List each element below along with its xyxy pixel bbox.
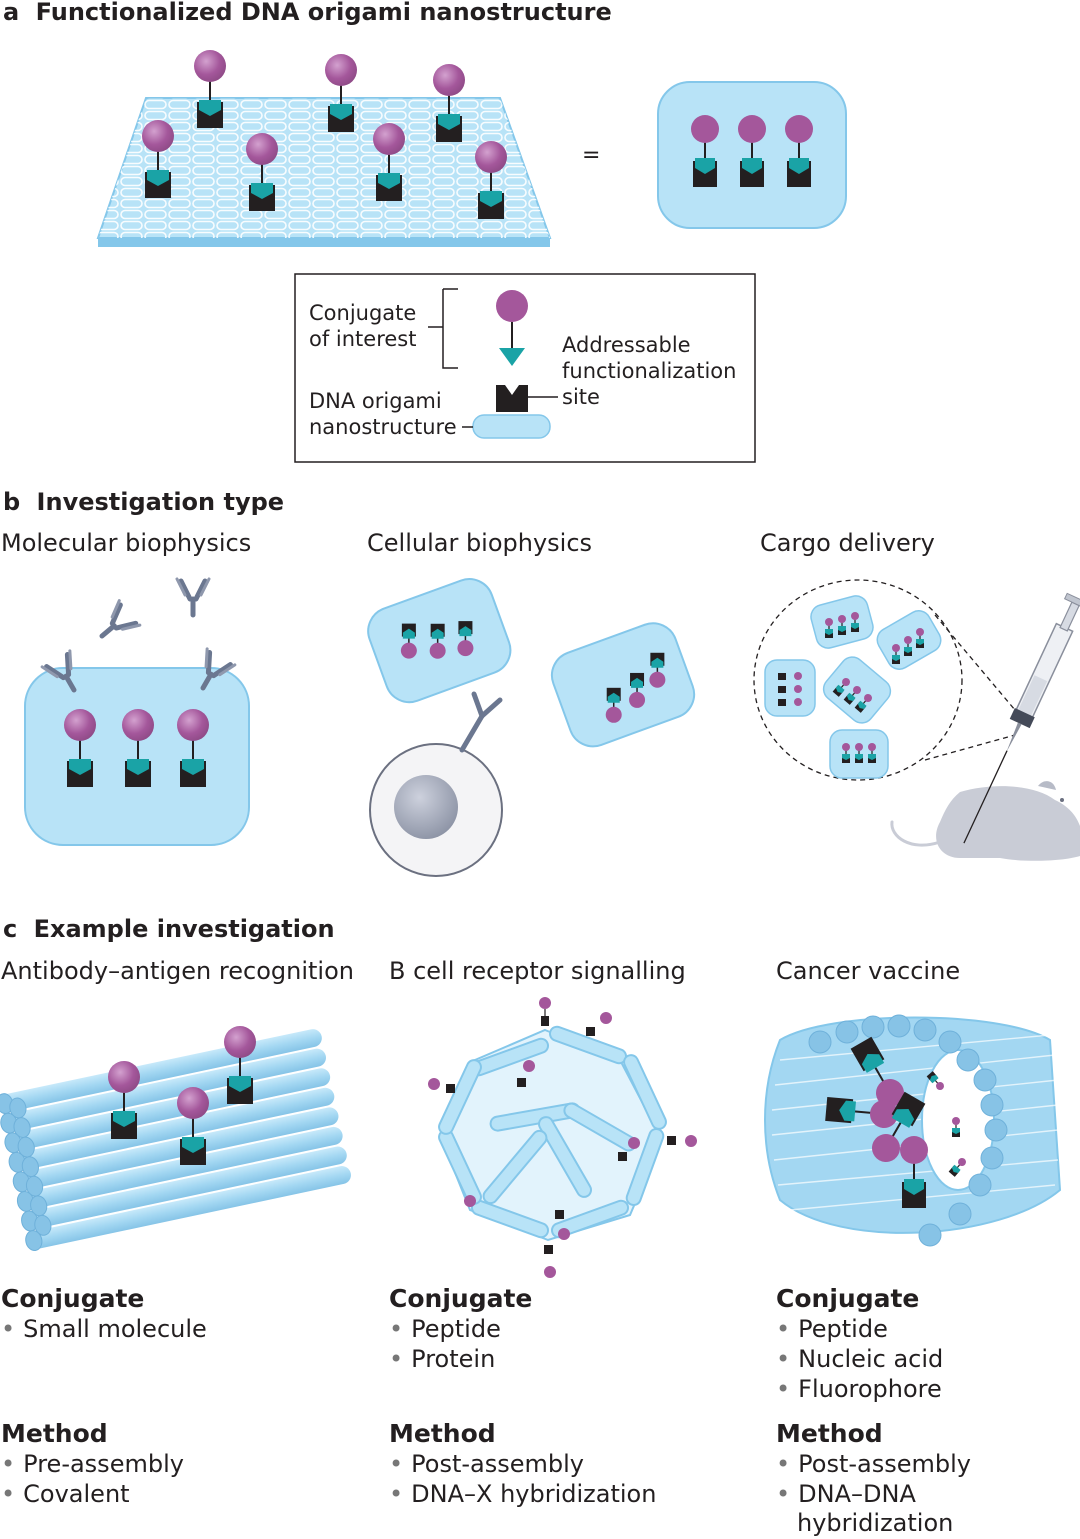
column-title-antibody: Antibody–antigen recognition xyxy=(1,957,354,985)
method-item: Post-assembly xyxy=(389,1449,584,1479)
method-item: Pre-assembly xyxy=(1,1449,184,1479)
legend-conjugate-label: Conjugate of interest xyxy=(309,300,416,352)
method-heading: Method xyxy=(1,1419,108,1448)
molecular-biophysics-art xyxy=(24,579,250,846)
conjugate-item: Small molecule xyxy=(1,1314,207,1344)
panel-heading: Functionalized DNA origami nanostructure xyxy=(35,0,612,26)
conjugate-heading: Conjugate xyxy=(389,1284,533,1313)
method-heading: Method xyxy=(389,1419,496,1448)
method-item: DNA–DNA xyxy=(776,1479,916,1509)
conjugate-item: Protein xyxy=(389,1344,495,1374)
icosahedron-art xyxy=(428,997,697,1278)
legend-line: of interest xyxy=(309,327,417,351)
column-title-vaccine: Cancer vaccine xyxy=(776,957,961,985)
conjugate-heading: Conjugate xyxy=(776,1284,920,1313)
panel-a-title: a Functionalized DNA origami nanostructu… xyxy=(3,0,612,26)
legend-line: nanostructure xyxy=(309,415,457,439)
method-item: Covalent xyxy=(1,1479,129,1509)
conjugate-item: Nucleic acid xyxy=(776,1344,943,1374)
legend-line: Conjugate xyxy=(309,301,417,325)
panel-heading: Investigation type xyxy=(36,488,285,516)
panel-letter: c xyxy=(3,915,18,943)
legend-line: site xyxy=(562,385,600,409)
column-title-cargo: Cargo delivery xyxy=(760,529,935,557)
conjugate-heading: Conjugate xyxy=(1,1284,145,1313)
panel-c-title: c Example investigation xyxy=(3,915,335,943)
legend-line: DNA origami xyxy=(309,389,442,413)
method-heading: Method xyxy=(776,1419,883,1448)
column-title-molecular: Molecular biophysics xyxy=(1,529,252,557)
rod-bundle-art xyxy=(0,1025,351,1253)
method-item: DNA–X hybridization xyxy=(389,1479,656,1509)
conjugate-item: Peptide xyxy=(389,1314,501,1344)
conjugate-item: Peptide xyxy=(776,1314,888,1344)
method-item-continued: hybridization xyxy=(797,1509,954,1537)
legend-line: Addressable xyxy=(562,333,691,357)
panel-heading: Example investigation xyxy=(33,915,335,943)
panel-letter: b xyxy=(3,488,21,516)
legend-origami-label: DNA origami nanostructure xyxy=(309,388,457,440)
barrel-art xyxy=(764,1014,1062,1247)
column-title-cellular: Cellular biophysics xyxy=(367,529,593,557)
column-title-bcell: B cell receptor signalling xyxy=(389,957,686,985)
panel-b-title: b Investigation type xyxy=(3,488,284,516)
panel-letter: a xyxy=(3,0,20,26)
cargo-delivery-art xyxy=(753,579,1080,861)
legend-box xyxy=(294,273,756,463)
cellular-biophysics-art xyxy=(367,578,696,877)
conjugate-item: Fluorophore xyxy=(776,1374,942,1404)
legend-line: functionalization xyxy=(562,359,737,383)
equals-sign: = xyxy=(582,143,601,168)
method-item: Post-assembly xyxy=(776,1449,971,1479)
origami-schematic xyxy=(657,81,847,229)
legend-site-label: Addressable functionalization site xyxy=(562,332,736,410)
